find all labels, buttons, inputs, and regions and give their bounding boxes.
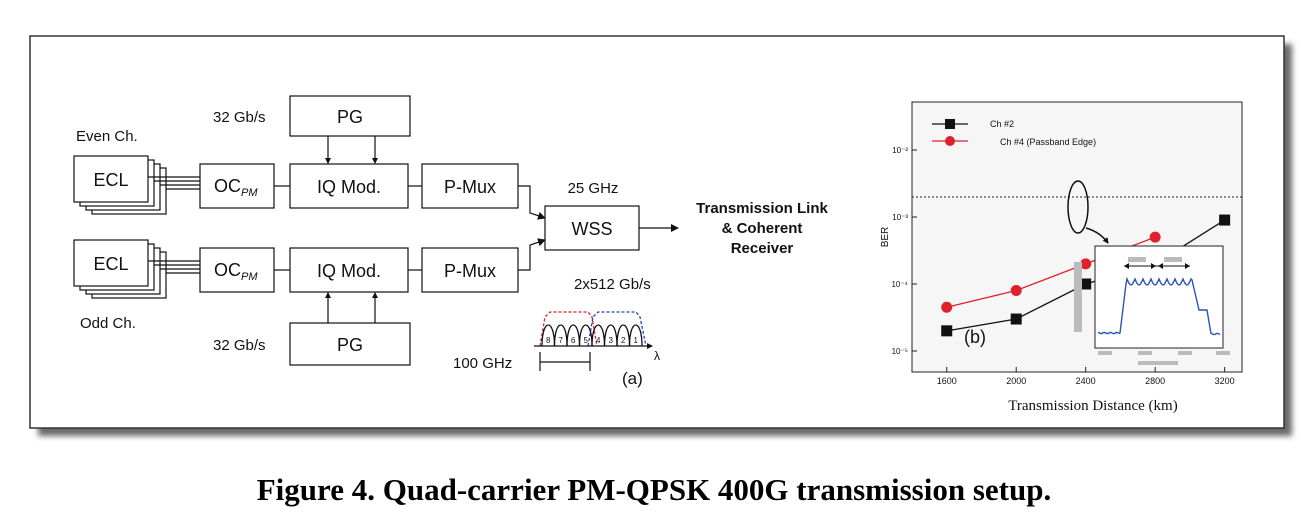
pmux-even-label: P-Mux (444, 177, 496, 197)
link-line-3: Receiver (731, 240, 794, 257)
pg-bottom-rate: 32 Gb/s (213, 337, 266, 354)
odd-channel-label: Odd Ch. (80, 315, 136, 332)
measured-spectrum-trace (1097, 276, 1221, 336)
y-tick-label: 10⁻³ (892, 213, 908, 222)
data-point-ch4 (941, 301, 953, 313)
iq-mod-even-label: IQ Mod. (317, 177, 381, 197)
data-point-ch2 (1010, 313, 1022, 325)
wss-label: WSS (571, 219, 612, 239)
subcarrier-number: 1 (634, 336, 639, 345)
lambda-label: λ (654, 349, 660, 363)
legend-label-ch2: Ch #2 (990, 119, 1014, 129)
x-tick-label: 2000 (1006, 376, 1026, 386)
wss-box (544, 205, 640, 251)
ecl-even-label: ECL (93, 170, 128, 190)
data-point-ch4 (1080, 258, 1092, 270)
figure-caption: Figure 4. Quad-carrier PM-QPSK 400G tran… (256, 472, 1052, 507)
data-point-ch2 (941, 325, 953, 337)
spectrum-envelope-red (539, 311, 598, 347)
iq-mod-odd-label: IQ Mod. (317, 261, 381, 281)
data-point-ch2 (1219, 214, 1231, 226)
ecl-stack-even: ECL (73, 155, 167, 215)
subcarrier-hump (628, 324, 643, 347)
pmux-odd-label: P-Mux (444, 261, 496, 281)
wss-spacing-label: 25 GHz (568, 180, 619, 197)
oc-pm-odd-label: OCPM (214, 260, 258, 283)
subcarrier-number: 8 (546, 336, 551, 345)
link-line-1: Transmission Link (696, 200, 828, 217)
pg-top-rate: 32 Gb/s (213, 109, 266, 126)
x-tick-label: 2800 (1145, 376, 1165, 386)
subcarrier-number: 5 (584, 336, 589, 345)
inset-ylabel-blur (1074, 262, 1082, 332)
ber-legend: Ch #2 Ch #4 (Passband Edge) (932, 119, 1096, 147)
panel-b-label: (b) (964, 327, 986, 347)
legend-label-ch4: Ch #4 (Passband Edge) (1000, 137, 1096, 147)
subcarrier-number: 6 (571, 336, 576, 345)
highlight-ellipse (1067, 180, 1089, 234)
oc-pm-box-odd (199, 247, 275, 293)
y-tick-label: 10⁻⁵ (892, 347, 908, 356)
subcarrier-number: 3 (609, 336, 614, 345)
even-channel-label: Even Ch. (76, 128, 138, 145)
data-point-ch4 (1149, 231, 1161, 243)
link-line-2: & Coherent (722, 220, 803, 237)
data-point-ch2 (1080, 278, 1092, 290)
legend-marker-ch2 (945, 119, 955, 129)
y-tick-label: 10⁻⁴ (891, 280, 908, 289)
pg-box-top (289, 95, 411, 137)
total-rate-label: 2x512 Gb/s (574, 276, 651, 293)
iq-mod-box-odd (289, 247, 409, 293)
legend-marker-ch4 (945, 136, 955, 146)
highlight-pointer (1085, 227, 1109, 244)
pmux-box-odd (421, 247, 519, 293)
ecl-to-oc-lines-even (148, 176, 200, 190)
y-tick-label: 10⁻² (892, 146, 908, 155)
pg-bottom-label: PG (337, 335, 363, 355)
figure-panel: Even Ch. Odd Ch. ECL ECL OCPM OCPM IQ Mo… (29, 35, 1292, 436)
ber-axis-ticks: 1600 2000 2400 2800 3200 10⁻² 10⁻³ 10⁻⁴ 10⁻⁵ (891, 146, 1234, 386)
subcarrier-number: 2 (621, 336, 626, 345)
ecl-odd-label: ECL (93, 254, 128, 274)
ber-x-axis-label: Transmission Distance (km) (1008, 398, 1177, 414)
spectrum-envelope-blue (587, 311, 647, 347)
ecl-stack-odd: ECL (73, 239, 167, 299)
x-tick-label: 3200 (1215, 376, 1235, 386)
subcarrier-number: 4 (596, 336, 601, 345)
panel-a-label: (a) (622, 369, 643, 388)
pg-top-label: PG (337, 107, 363, 127)
pmux-box-even (421, 163, 519, 209)
ecl-to-oc-lines-odd (148, 260, 200, 274)
oc-pm-even-label: OCPM (214, 176, 258, 199)
pmux-to-wss-arrow-even (518, 185, 546, 220)
spacing-100-label: 100 GHz (453, 355, 512, 372)
iq-mod-box-even (289, 163, 409, 209)
oc-pm-box-even (199, 163, 275, 209)
data-point-ch4 (1010, 284, 1022, 296)
measured-spectrum-inset (1074, 245, 1230, 365)
x-tick-label: 2400 (1076, 376, 1096, 386)
pmux-to-wss-arrow-odd (518, 238, 546, 271)
pg-box-bottom (289, 322, 411, 366)
pg-to-iq-arrows (325, 136, 378, 323)
subcarrier-number: 7 (559, 336, 564, 345)
x-tick-label: 1600 (937, 376, 957, 386)
ber-y-axis-label: BER (880, 227, 891, 248)
